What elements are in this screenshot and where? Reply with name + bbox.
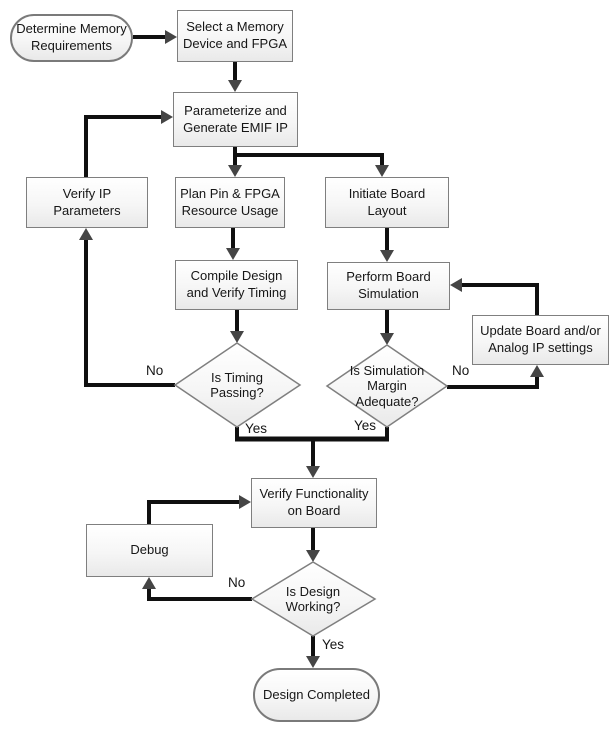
node-label: Verify Functionality on Board: [259, 486, 369, 518]
node-design-completed: Design Completed: [253, 668, 380, 722]
connector-debug-to-verifyfunc: [147, 495, 251, 524]
edge-label-timing-yes: Yes: [245, 421, 268, 436]
connector-istiming-no-to-verifyip: [79, 228, 175, 387]
node-label: Parameterize and Generate EMIF IP: [183, 102, 288, 135]
connector-verifyip-to-parameterize: [84, 110, 173, 177]
decision-is-timing-passing: [173, 342, 302, 428]
connector-update-to-perform: [450, 278, 539, 315]
edge-label-design-working-yes: Yes: [322, 637, 345, 652]
node-verify-ip-parameters: Verify IP Parameters: [26, 177, 148, 228]
connector-ismargin-no-to-update: [447, 365, 544, 389]
node-label: Verify IP Parameters: [53, 185, 121, 218]
node-label: Plan Pin & FPGA Resource Usage: [180, 185, 280, 218]
node-parameterize-generate-emif-ip: Parameterize and Generate EMIF IP: [173, 92, 298, 147]
edge-label-timing-no: No: [146, 363, 164, 378]
node-label: Initiate Board Layout: [348, 185, 426, 218]
node-perform-board-simulation: Perform Board Simulation: [327, 262, 450, 310]
node-label: Design Completed: [263, 686, 370, 702]
node-update-board-analog-ip-settings: Update Board and/or Analog IP settings: [472, 315, 609, 365]
edge-label-simulation-yes: Yes: [354, 418, 377, 433]
node-label: Update Board and/or Analog IP settings: [480, 323, 601, 355]
edge-label-simulation-no: No: [452, 363, 470, 378]
node-plan-pin-fpga-resource-usage: Plan Pin & FPGA Resource Usage: [175, 177, 285, 228]
node-compile-design-verify-timing: Compile Design and Verify Timing: [175, 260, 298, 310]
node-determine-memory-requirements: Determine Memory Requirements: [10, 14, 133, 62]
connector-isworking-no-to-debug: [142, 577, 252, 601]
decision-is-simulation-margin-adequate: [325, 344, 449, 428]
node-initiate-board-layout: Initiate Board Layout: [325, 177, 449, 228]
edge-label-design-working-no: No: [228, 575, 246, 590]
node-label: Determine Memory Requirements: [16, 21, 127, 53]
node-label: Perform Board Simulation: [346, 269, 431, 301]
decision-is-design-working: [250, 561, 377, 637]
node-debug: Debug: [86, 524, 213, 577]
node-label: Compile Design and Verify Timing: [186, 268, 287, 300]
node-label: Select a Memory Device and FPGA: [182, 19, 288, 51]
node-verify-functionality-on-board: Verify Functionality on Board: [251, 478, 377, 528]
node-select-memory-device-and-fpga: Select a Memory Device and FPGA: [177, 10, 293, 62]
node-label: Debug: [130, 542, 169, 558]
connector-parameterize-to-initiate: [235, 153, 389, 177]
